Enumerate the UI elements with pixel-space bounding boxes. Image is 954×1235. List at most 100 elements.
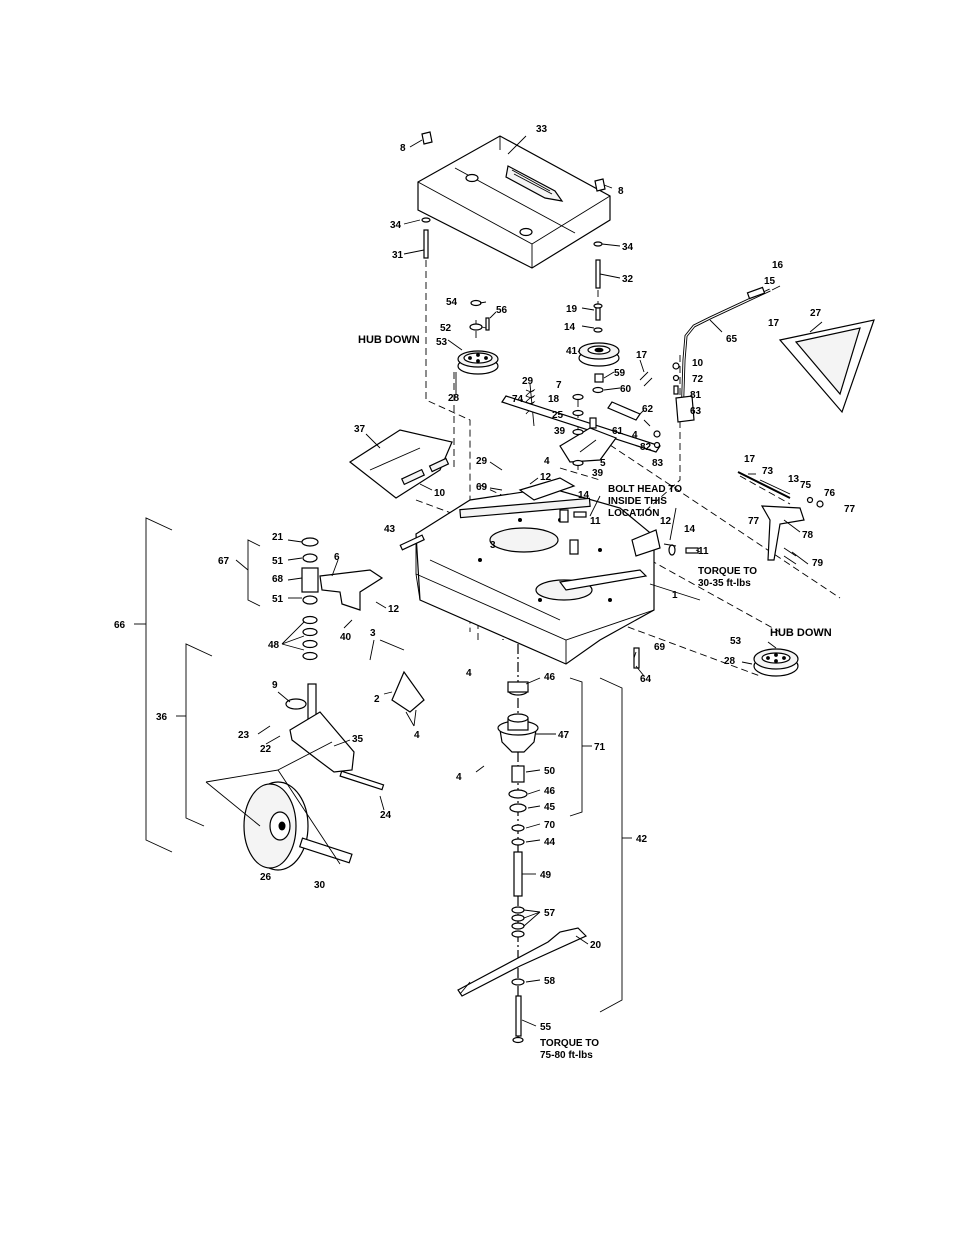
callout-48: 48 xyxy=(268,640,280,651)
callout-23: 23 xyxy=(238,730,250,741)
bracket-36 xyxy=(185,643,213,827)
callout-46a: 46 xyxy=(544,672,556,683)
callout-4a: 4 xyxy=(544,456,550,467)
callout-27: 27 xyxy=(810,308,822,319)
callout-29b: 29 xyxy=(476,456,488,467)
notes: HUB DOWN HUB DOWN BOLT HEAD TO INSIDE TH… xyxy=(358,334,832,1061)
cable-65 xyxy=(675,286,771,423)
callout-78: 78 xyxy=(802,530,814,541)
callout-1: 1 xyxy=(672,590,678,601)
callout-19: 19 xyxy=(566,304,578,315)
bolt-43 xyxy=(399,534,425,551)
callout-52: 52 xyxy=(440,323,452,334)
callout-77a: 77 xyxy=(748,516,760,527)
caster-bracket-6 xyxy=(319,569,384,611)
note-hub-down-left: HUB DOWN xyxy=(358,334,420,346)
bracket-66 xyxy=(145,517,173,853)
bracket-71 xyxy=(569,677,583,817)
bolt-55 xyxy=(512,995,524,1044)
callout-7: 7 xyxy=(556,380,562,391)
callout-8b: 8 xyxy=(618,186,624,197)
callout-12c: 12 xyxy=(388,604,400,615)
callout-72: 72 xyxy=(692,374,704,385)
callout-59: 59 xyxy=(614,368,626,379)
callout-73: 73 xyxy=(762,466,774,477)
belt-cover xyxy=(417,135,611,269)
stud-32 xyxy=(593,241,603,289)
callout-28a: 28 xyxy=(448,393,460,404)
callout-9: 9 xyxy=(272,680,278,691)
drive-belt-27 xyxy=(778,319,875,414)
callout-14c: 14 xyxy=(684,524,696,535)
caster-wheel-26 xyxy=(243,781,309,871)
callout-labels: 33 8 8 34 31 34 32 54 56 52 53 28 19 14 … xyxy=(114,124,856,1033)
note-torque-blade-line2: 75-80 ft-lbs xyxy=(540,1050,593,1061)
note-hub-down-right: HUB DOWN xyxy=(770,627,832,639)
leader-lines xyxy=(134,135,823,1027)
mower-deck-1 xyxy=(415,487,655,665)
callout-32: 32 xyxy=(622,274,634,285)
callout-43: 43 xyxy=(384,524,396,535)
callout-16: 16 xyxy=(772,260,784,271)
washer-58 xyxy=(511,978,525,986)
small-hardware-right xyxy=(639,362,680,449)
callout-29a: 29 xyxy=(522,376,534,387)
callout-26: 26 xyxy=(260,872,272,883)
callout-49: 49 xyxy=(540,870,552,881)
bracket-67 xyxy=(247,539,261,607)
rubber-bumper-8b xyxy=(594,178,606,192)
callout-17b: 17 xyxy=(768,318,780,329)
chute-deflector-37 xyxy=(348,429,453,499)
deck-bracket-12 xyxy=(518,477,661,557)
callout-8a: 8 xyxy=(400,143,406,154)
callout-81: 81 xyxy=(690,390,702,401)
washer-52 xyxy=(469,323,483,331)
callout-10a: 10 xyxy=(692,358,704,369)
callout-4e: 4 xyxy=(456,772,462,783)
callout-10b: 10 xyxy=(434,488,446,499)
arm-61 xyxy=(607,401,641,421)
pin-56 xyxy=(485,317,490,331)
rubber-bumper-8a xyxy=(421,131,433,145)
callout-15: 15 xyxy=(764,276,776,287)
callout-51a: 51 xyxy=(272,556,284,567)
callout-34b: 34 xyxy=(622,242,634,253)
callout-2: 2 xyxy=(374,694,380,705)
callout-12b: 12 xyxy=(660,516,672,527)
callout-4c: 4 xyxy=(466,668,472,679)
callout-62: 62 xyxy=(642,404,654,415)
callout-12a: 12 xyxy=(540,472,552,483)
callout-53b: 53 xyxy=(730,636,742,647)
callout-6: 6 xyxy=(334,552,340,563)
washers-39 xyxy=(572,428,584,467)
callout-34a: 34 xyxy=(390,220,402,231)
axle-30 xyxy=(298,837,353,864)
callout-45: 45 xyxy=(544,802,556,813)
note-torque-deck-line2: 30-35 ft-lbs xyxy=(698,578,751,589)
callout-44: 44 xyxy=(544,837,556,848)
callout-70: 70 xyxy=(544,820,556,831)
callout-17c: 17 xyxy=(744,454,756,465)
callout-39b: 39 xyxy=(592,468,604,479)
callout-53a: 53 xyxy=(436,337,448,348)
callout-37: 37 xyxy=(354,424,366,435)
callout-3a: 3 xyxy=(490,540,496,551)
callout-28b: 28 xyxy=(724,656,736,667)
right-pulley xyxy=(753,648,799,677)
callout-66: 66 xyxy=(114,620,126,631)
callout-69a: 69 xyxy=(476,482,488,493)
note-torque-deck-line1: TORQUE TO xyxy=(698,566,757,577)
callout-60: 60 xyxy=(620,384,632,395)
callout-42: 42 xyxy=(636,834,648,845)
caster-stack xyxy=(301,537,319,661)
scalp-plate-2 xyxy=(391,670,425,713)
callout-46b: 46 xyxy=(544,786,556,797)
callout-33: 33 xyxy=(536,124,548,135)
bracket-42 xyxy=(599,677,623,1013)
callout-69b: 69 xyxy=(654,642,666,653)
note-torque-blade-line1: TORQUE TO xyxy=(540,1038,599,1049)
callout-11a: 11 xyxy=(590,516,601,527)
callout-31: 31 xyxy=(392,250,404,261)
callout-50: 50 xyxy=(544,766,556,777)
